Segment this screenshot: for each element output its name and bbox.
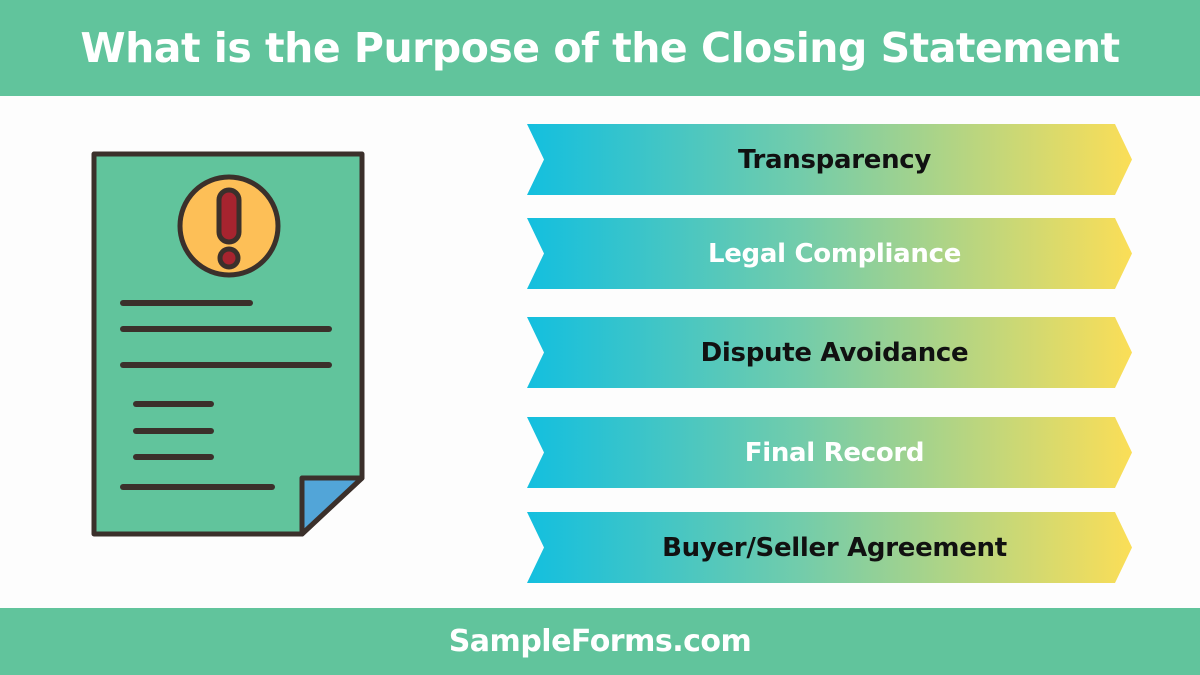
footer-banner: SampleForms.com: [0, 608, 1200, 675]
chevron-arrow-shape: [527, 218, 1132, 289]
chevron-arrow-shape: [527, 124, 1132, 195]
purpose-item-final-record: Final Record: [527, 417, 1132, 488]
item-label: Buyer/Seller Agreement: [662, 532, 1007, 563]
page-title: What is the Purpose of the Closing State…: [80, 24, 1120, 72]
item-label: Dispute Avoidance: [700, 337, 969, 368]
purpose-item-buyer-seller-agreement: Buyer/Seller Agreement: [527, 512, 1132, 583]
chevron-arrow-shape: [527, 417, 1132, 488]
title-banner: What is the Purpose of the Closing State…: [0, 0, 1200, 96]
item-label: Legal Compliance: [707, 238, 962, 269]
brand-watermark: SampleForms.com: [448, 624, 752, 659]
document-warning-icon: [91, 151, 365, 537]
chevron-arrow-shape: [527, 512, 1132, 583]
purpose-item-legal-compliance: Legal Compliance: [527, 218, 1132, 289]
purpose-item-dispute-avoidance: Dispute Avoidance: [527, 317, 1132, 388]
item-label: Transparency: [737, 144, 932, 175]
chevron-arrow-shape: [527, 317, 1132, 388]
item-label: Final Record: [744, 437, 925, 468]
purpose-item-transparency: Transparency: [527, 124, 1132, 195]
